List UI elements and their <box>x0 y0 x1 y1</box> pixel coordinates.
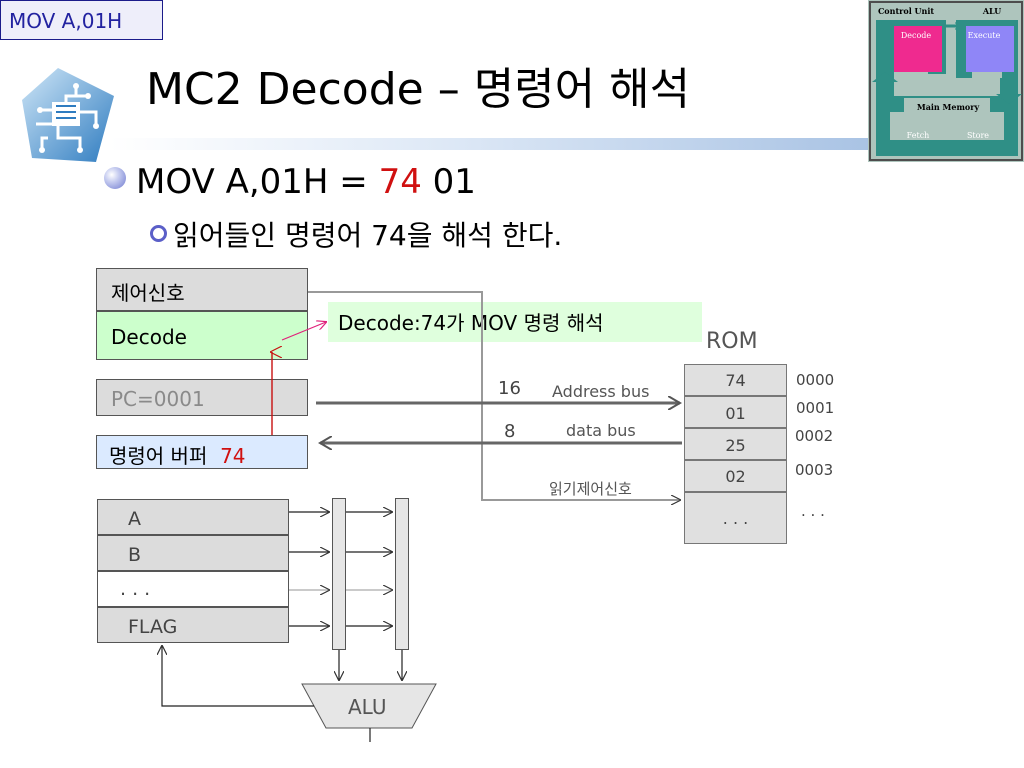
control-signal-box: 제어신호 <box>96 268 308 311</box>
rom-cell-3: 02 <box>684 460 787 492</box>
instruction-buffer-box: 명령어 버퍼 74 <box>96 435 308 469</box>
rom-cell-0: 74 <box>684 364 787 396</box>
operand-text: 01 <box>421 162 476 202</box>
rom-address-1: 0001 <box>796 399 835 417</box>
bullet-dot-icon <box>104 167 126 189</box>
description-text: 읽어들인 명령어 74을 해석 한다. <box>173 219 563 252</box>
rom-address-more: . . . <box>801 502 825 520</box>
rom-cell-1-value: 01 <box>725 404 746 423</box>
rom-cell-2-value: 25 <box>725 436 746 455</box>
cu-label-store: Store <box>967 131 989 140</box>
decode-label: Decode <box>111 325 187 349</box>
slide-title: MC2 Decode – 명령어 해석 <box>146 64 691 115</box>
alu-flag-feedback <box>162 646 314 707</box>
internal-bus-bar-1 <box>332 498 346 650</box>
rom-address-3: 0003 <box>795 461 834 479</box>
slide-tag: MOV A,01H <box>0 0 163 40</box>
rom-cell-1: 01 <box>684 396 787 428</box>
register-more: . . . <box>97 571 289 607</box>
cu-label-fetch: Fetch <box>907 131 930 140</box>
bullet-ring-icon <box>150 225 167 242</box>
internal-bus-bar-2 <box>395 498 409 650</box>
cu-label-execute: Execute <box>968 31 1001 40</box>
sub-bullet-description: 읽어들인 명령어 74을 해석 한다. <box>150 214 562 258</box>
alu-label: ALU <box>348 695 387 719</box>
instruction-buffer-value: 74 <box>220 444 246 468</box>
address-bus-width: 16 <box>498 378 521 399</box>
bullet-instruction: MOV A,01H = 74 01 <box>104 156 476 208</box>
instruction-buffer-label: 명령어 버퍼 74 <box>109 444 246 468</box>
alu-shape <box>301 683 437 729</box>
cu-label-alu: ALU <box>982 6 1001 16</box>
register-b-label: B <box>128 544 142 566</box>
cu-label-main-memory: Main Memory <box>917 102 980 112</box>
rom-address-0: 0000 <box>796 371 835 389</box>
decode-callout: Decode:74가 MOV 명령 해석 <box>328 302 702 342</box>
cu-label-decode: Decode <box>901 31 932 40</box>
address-bus-label: Address bus <box>552 382 650 401</box>
rom-cell-0-value: 74 <box>725 371 746 390</box>
data-bus-label: data bus <box>566 421 636 440</box>
instruction-text: MOV A,01H = <box>136 162 379 202</box>
rom-title: ROM <box>706 329 758 354</box>
cu-label-control-unit: Control Unit <box>878 6 934 16</box>
read-control-line <box>308 291 680 500</box>
rom-cell-more: . . . <box>684 492 787 544</box>
rom-cell-more-value: . . . <box>722 509 749 528</box>
opcode-highlight: 74 <box>378 162 422 202</box>
circuit-logo-icon <box>22 68 114 162</box>
data-bus-width: 8 <box>504 421 516 442</box>
control-unit-diagram: Control Unit ALU Decode Execute Main Mem… <box>868 0 1024 162</box>
register-flag-label: FLAG <box>128 616 178 638</box>
rom-address-2: 0002 <box>795 427 834 445</box>
rom-cell-3-value: 02 <box>725 467 746 486</box>
title-underline <box>110 138 870 150</box>
register-more-label: . . . <box>120 578 151 600</box>
callout-pointer-arrow <box>281 322 326 341</box>
register-a: A <box>97 499 289 535</box>
register-b: B <box>97 535 289 571</box>
control-signal-label: 제어신호 <box>111 281 185 305</box>
register-flag: FLAG <box>97 607 289 643</box>
rom-cell-2: 25 <box>684 428 787 460</box>
read-control-signal-label: 읽기제어신호 <box>549 480 632 498</box>
register-a-label: A <box>128 508 141 530</box>
program-counter-label: PC=0001 <box>111 387 205 411</box>
